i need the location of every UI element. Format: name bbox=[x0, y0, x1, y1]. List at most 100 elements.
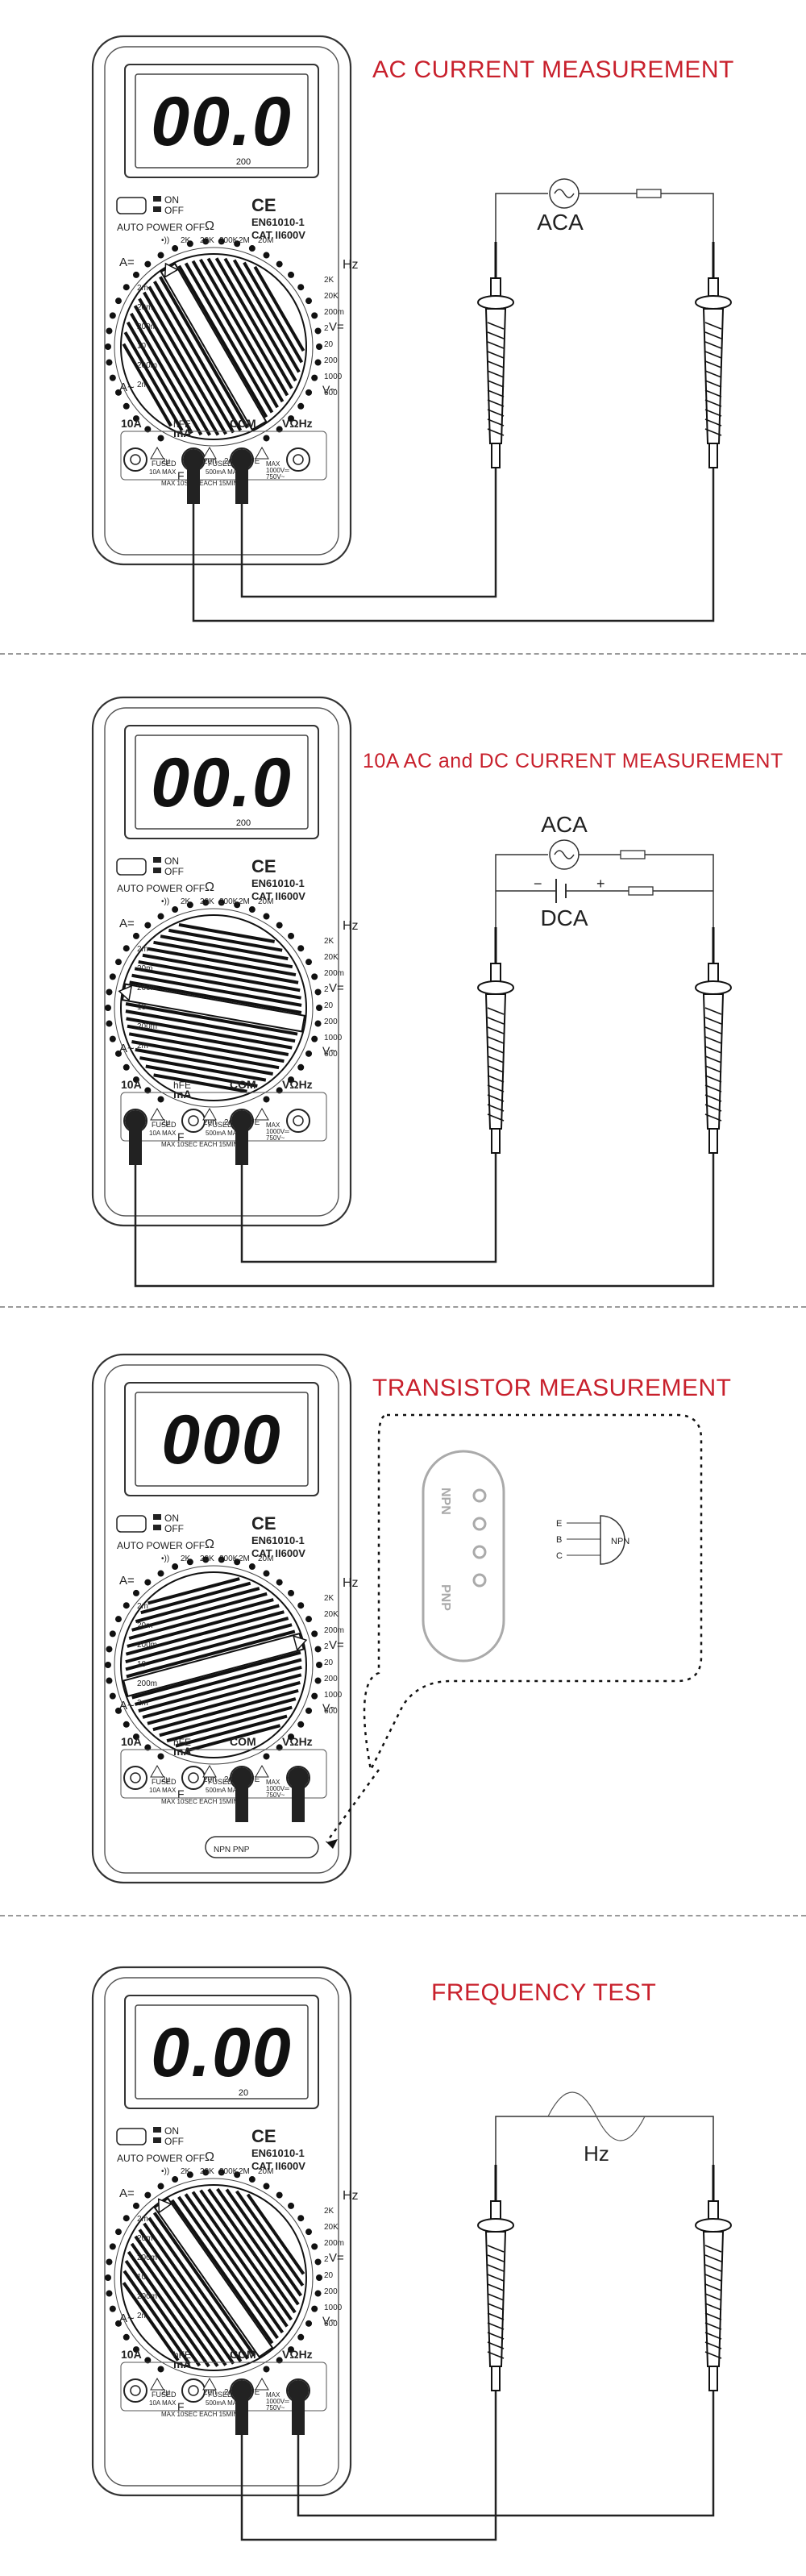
probe-boot bbox=[491, 1128, 501, 1154]
dial-position-dot bbox=[316, 1662, 322, 1668]
dial-position-dot bbox=[305, 2229, 313, 2236]
dial-position-dot bbox=[114, 389, 122, 396]
dial-scale-label: 2M bbox=[239, 2167, 250, 2176]
mode-label-aca: ACA bbox=[541, 812, 588, 837]
dial-position-dot bbox=[114, 1707, 122, 1714]
dial-position-dot bbox=[106, 1646, 113, 1653]
probe-grip-line bbox=[704, 1113, 722, 1122]
dial-scale-label: 20n bbox=[203, 1775, 217, 1784]
warning-icon bbox=[150, 446, 164, 460]
hz-label: Hz bbox=[343, 919, 359, 933]
fused-label: FUSED bbox=[152, 1778, 177, 1786]
mode-label: Hz bbox=[584, 2141, 609, 2166]
dial-position-dot bbox=[144, 922, 152, 929]
dial-position-dot bbox=[276, 1087, 283, 1094]
dial-position-dot bbox=[114, 2320, 122, 2327]
dial-scale-label: 200m bbox=[137, 1022, 157, 1031]
dial-position-dot bbox=[248, 906, 256, 913]
dial-scale-label: 2n bbox=[224, 457, 233, 466]
dial-position-dot bbox=[157, 913, 164, 920]
dial-position-dot bbox=[105, 2274, 111, 2281]
power-off-label: OFF bbox=[164, 205, 184, 216]
v-ac-label: V~ bbox=[322, 1701, 337, 1714]
probe-grip-line bbox=[487, 2264, 505, 2272]
standard-label: EN61010-1 bbox=[251, 216, 305, 228]
dial-pointer-tip bbox=[118, 984, 133, 1002]
dial-position-dot bbox=[157, 1570, 164, 1577]
hfe-socket-label: hFE bbox=[173, 1737, 191, 1748]
standard-label: EN61010-1 bbox=[251, 2147, 305, 2159]
black-test-probe[interactable] bbox=[695, 242, 732, 468]
dial-position-dot bbox=[297, 1721, 305, 1728]
dial-position-dot bbox=[305, 959, 313, 966]
dial-scale-label: •)) bbox=[161, 236, 169, 245]
probe-grip-line bbox=[487, 1084, 505, 1092]
warning-icon bbox=[150, 1107, 164, 1121]
socket-panel bbox=[120, 1749, 327, 1799]
dial-grip-line bbox=[216, 2187, 300, 2306]
npn-transistor-label: NPN bbox=[611, 1537, 629, 1546]
socket-vohz-label: VΩHz bbox=[282, 1735, 313, 1748]
dial-scale-label: 10 bbox=[137, 1660, 147, 1669]
npn-transistor-body bbox=[600, 1515, 625, 1565]
dial-grip-line bbox=[147, 947, 297, 977]
dial-grip-line bbox=[152, 2212, 256, 2357]
circuit-wire bbox=[495, 854, 548, 927]
test-lead-plug-ma bbox=[183, 449, 204, 504]
probe-grip-line bbox=[704, 1007, 722, 1015]
red-test-probe[interactable] bbox=[477, 2165, 514, 2391]
display-reading: 000 bbox=[161, 1401, 282, 1479]
dial-position-dot bbox=[263, 1096, 270, 1103]
dial-grip-line bbox=[145, 1064, 258, 1088]
switch-on-icon bbox=[153, 1514, 161, 1520]
probe-grip-line bbox=[704, 2332, 722, 2340]
dial-position-dot bbox=[186, 1559, 193, 1566]
dial-grip-line bbox=[168, 928, 283, 952]
dial-grip-line bbox=[131, 1040, 280, 1070]
probe-grip-line bbox=[487, 2322, 505, 2330]
v-max-label: MAX bbox=[266, 1122, 280, 1129]
power-off-label: OFF bbox=[164, 866, 184, 877]
power-button[interactable] bbox=[116, 2128, 147, 2145]
power-button[interactable] bbox=[116, 1515, 147, 1533]
hz-label: Hz bbox=[343, 258, 359, 272]
dial-grip-line bbox=[128, 1032, 285, 1063]
dial-position-dot bbox=[132, 1733, 139, 1741]
dial-position-dot bbox=[263, 435, 270, 442]
probe-boot bbox=[708, 2366, 718, 2391]
dial-position-dot bbox=[314, 2258, 322, 2266]
pin-b-label: B bbox=[556, 1535, 562, 1545]
red-test-probe[interactable] bbox=[477, 242, 514, 468]
socket-panel bbox=[120, 1092, 327, 1142]
callout-bubble bbox=[363, 1413, 703, 1773]
dial-position-dot bbox=[114, 1616, 122, 1623]
standard-label: EN61010-1 bbox=[251, 877, 305, 889]
dial-scale-label: 20M bbox=[258, 2167, 273, 2176]
red-test-probe[interactable] bbox=[477, 927, 514, 1154]
dial-scale-label: 2 bbox=[324, 985, 329, 994]
dial-grip-line bbox=[123, 2270, 191, 2366]
dial-grip-line bbox=[130, 2242, 219, 2367]
dial-position-dot bbox=[106, 1677, 113, 1684]
dial-position-dot bbox=[311, 1630, 318, 1638]
probe-grip-line bbox=[704, 2264, 722, 2272]
power-button[interactable] bbox=[116, 197, 147, 214]
black-test-probe[interactable] bbox=[695, 927, 732, 1154]
capacitance-label: F bbox=[177, 2400, 185, 2413]
power-button[interactable] bbox=[116, 858, 147, 876]
black-test-probe[interactable] bbox=[695, 2165, 732, 2391]
socket-10a-label: 10A bbox=[121, 2348, 142, 2361]
dial-position-dot bbox=[202, 2169, 210, 2176]
dial-position-dot bbox=[172, 245, 179, 252]
dial-position-dot bbox=[276, 922, 283, 929]
dial-position-dot bbox=[114, 1050, 122, 1057]
probe-grip-line bbox=[704, 1055, 722, 1063]
dial-scale-label: 2 bbox=[324, 2255, 329, 2264]
dial-position-dot bbox=[234, 240, 241, 248]
ce-mark: CE bbox=[251, 1513, 276, 1534]
lcd-screen bbox=[135, 735, 309, 830]
plug-body bbox=[235, 460, 248, 504]
dial-scale-label: 600 bbox=[324, 1050, 338, 1059]
dial-grip-line bbox=[159, 276, 249, 429]
